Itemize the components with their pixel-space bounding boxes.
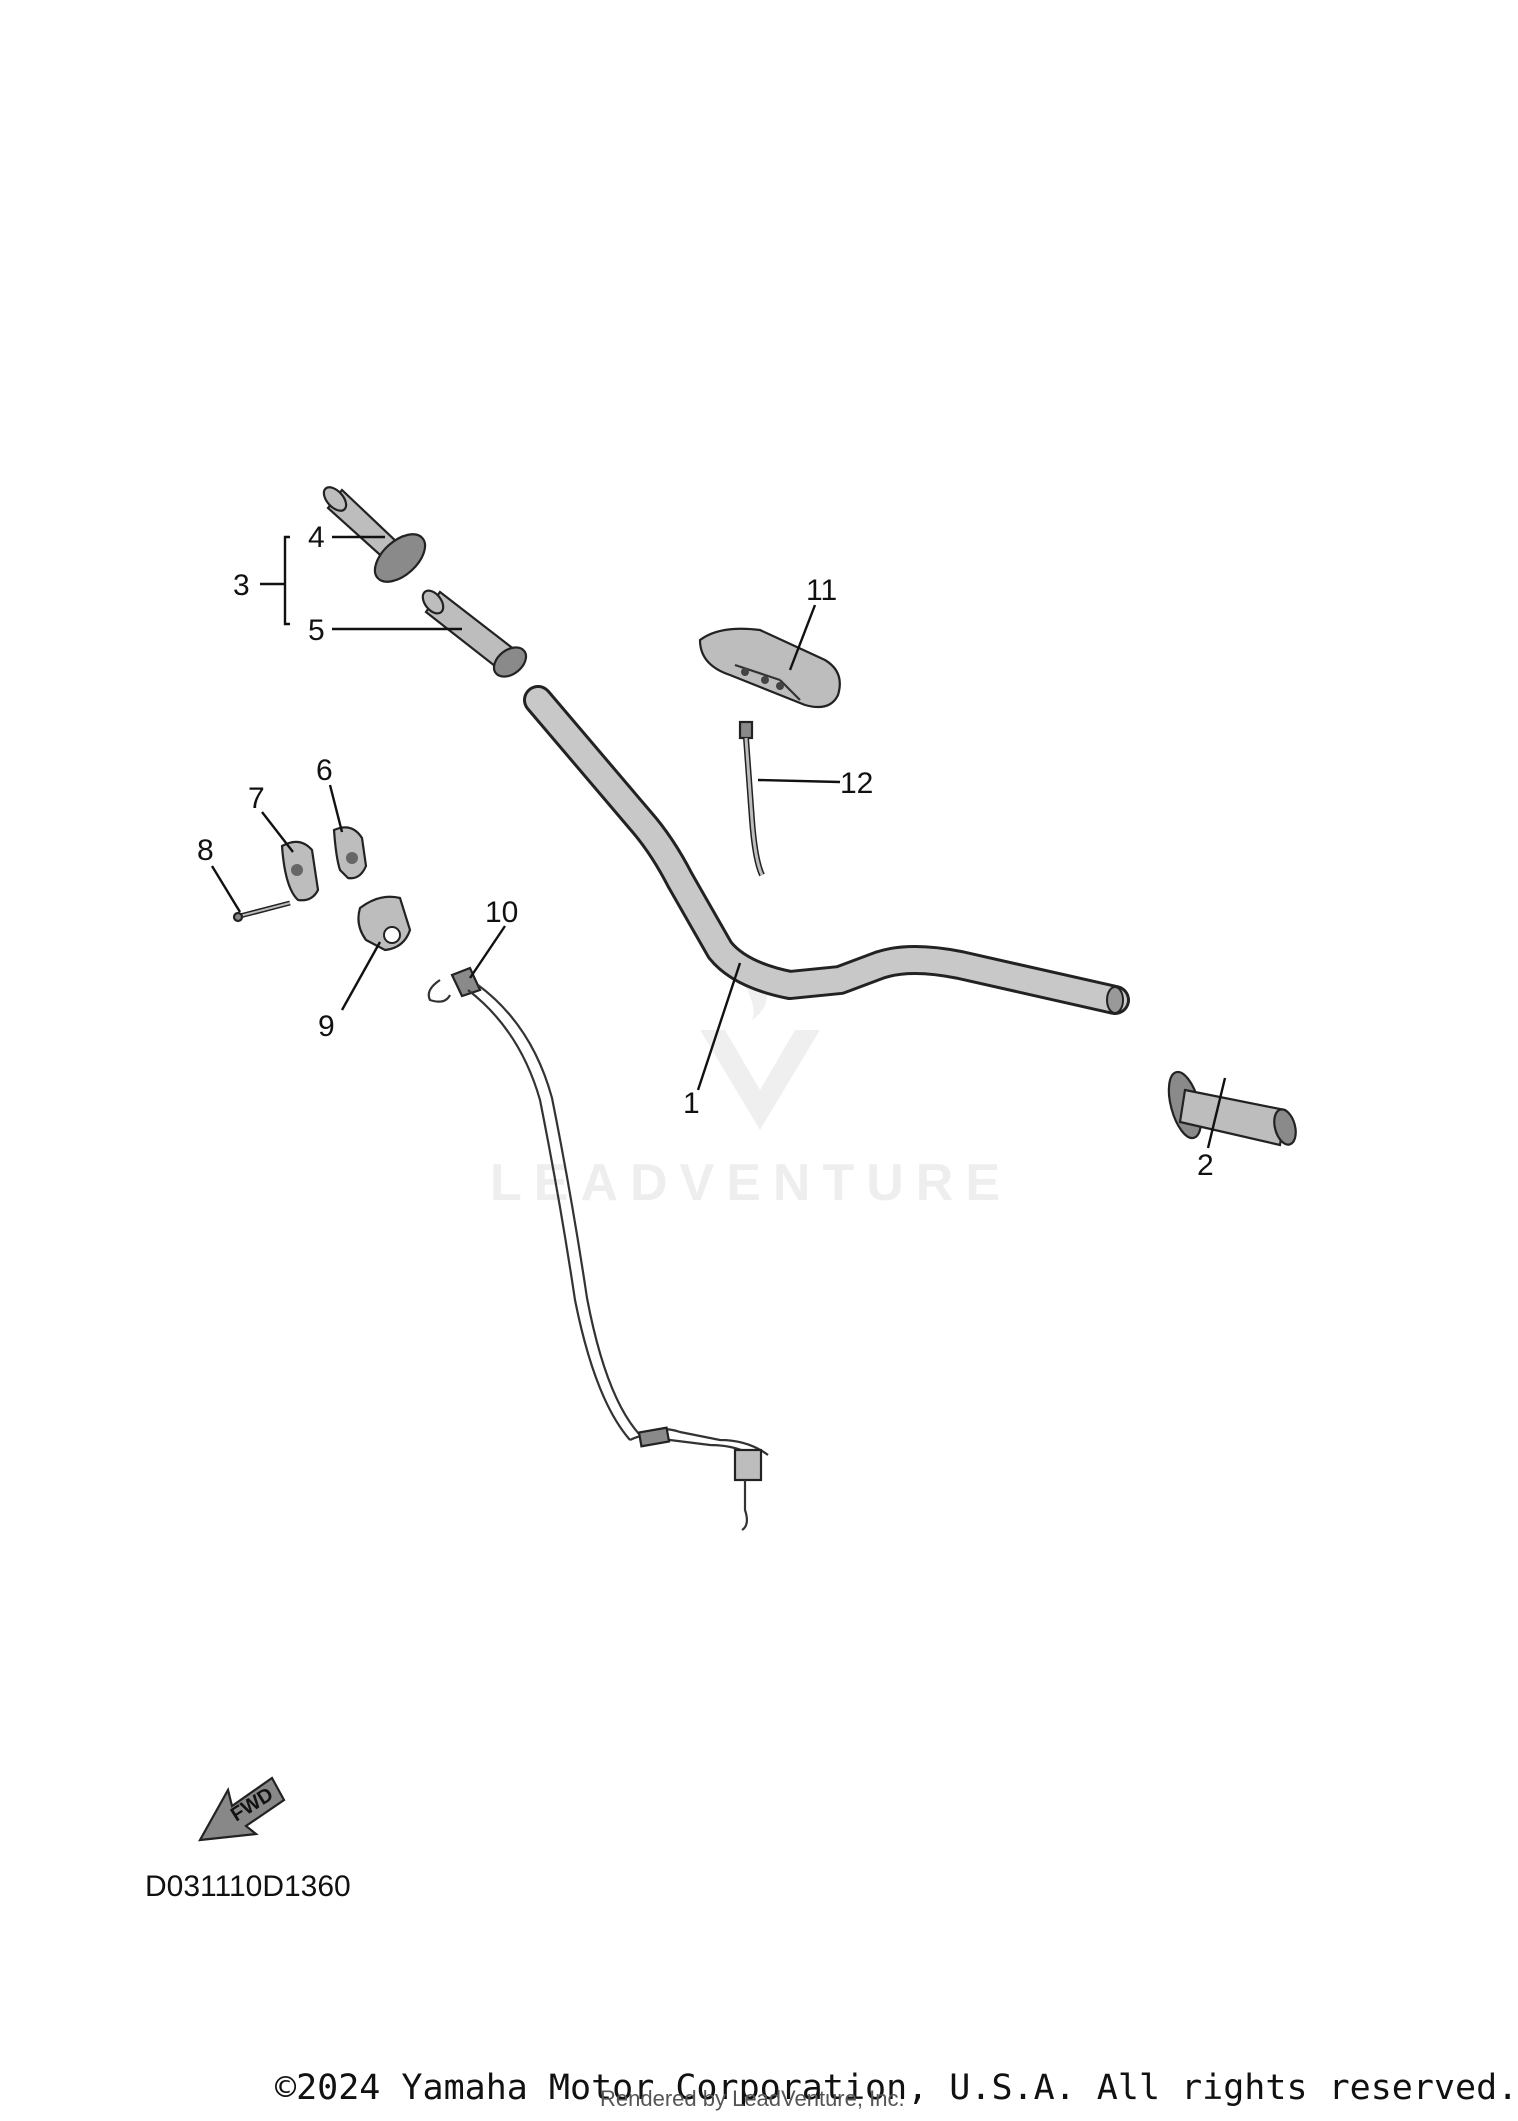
callouts: 2 1 3 4 5 6 7 8 9 10 11 12	[197, 521, 1214, 1182]
callout-2: 2	[1197, 1149, 1214, 1182]
callout-8: 8	[197, 834, 214, 867]
callout-10: 10	[485, 896, 518, 929]
callout-7: 7	[248, 782, 265, 815]
throttle-cable-part	[427, 966, 769, 1531]
handlebar-part	[523, 685, 1130, 1015]
watermark-logo: LEADVENTURE	[490, 960, 1012, 1212]
switch-housing-part-7	[280, 840, 320, 902]
grip-right-part	[1167, 1070, 1297, 1147]
callout-9: 9	[318, 1010, 335, 1043]
handlebar-holder-part	[698, 627, 841, 709]
callout-1: 1	[683, 1087, 700, 1120]
callout-5: 5	[308, 614, 325, 647]
watermark-text: LEADVENTURE	[490, 1154, 1012, 1212]
callout-6: 6	[316, 754, 333, 787]
callout-4: 4	[308, 521, 325, 554]
grip-left-part	[322, 486, 427, 583]
leader-lines	[210, 535, 1227, 1149]
screw-part	[232, 900, 291, 923]
fwd-arrow-icon: FWD	[197, 1776, 286, 1842]
copyright-text: ©2024 Yamaha Motor Corporation, U.S.A. A…	[275, 2068, 1518, 2108]
callout-3: 3	[233, 569, 250, 602]
switch-housing-part-6	[332, 826, 368, 880]
throttle-sleeve-part	[421, 589, 528, 678]
throttle-housing-part	[357, 895, 412, 952]
rendered-by-text: Rendered by LeadVenture, Inc.	[600, 2086, 905, 2111]
callout-11: 11	[806, 574, 837, 607]
diagram-code: D031110D1360	[145, 1870, 351, 1903]
cable-tie-part	[738, 720, 765, 877]
callout-12: 12	[840, 767, 873, 800]
